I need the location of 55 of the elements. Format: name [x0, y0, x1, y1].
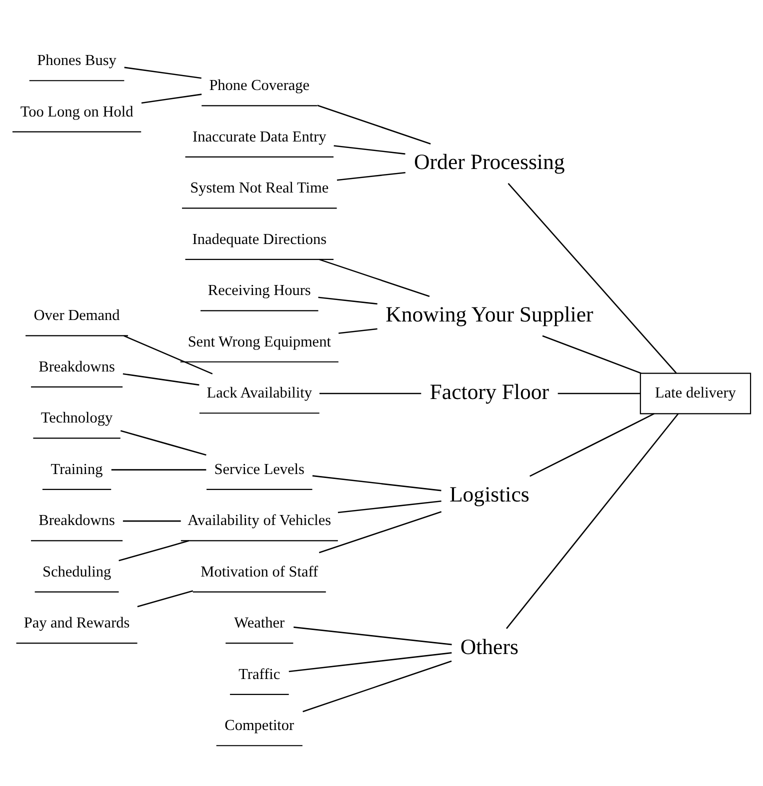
node-text: Breakdowns — [38, 512, 115, 529]
node-text: Technology — [40, 409, 113, 426]
connector — [137, 590, 194, 607]
connector — [302, 660, 452, 712]
node-text: Inaccurate Data Entry — [192, 128, 326, 145]
node-text: Others — [460, 634, 518, 659]
node-text: Sent Wrong Equipment — [188, 332, 331, 350]
connector — [122, 372, 200, 386]
connector — [120, 430, 206, 456]
connector — [318, 296, 378, 304]
node-text: Motivation of Staff — [200, 562, 318, 580]
connector — [318, 510, 442, 553]
connector — [118, 540, 190, 561]
connector — [506, 412, 679, 628]
node-text: Scheduling — [42, 562, 112, 580]
connector — [558, 392, 640, 394]
node-text: Receiving Hours — [208, 282, 311, 299]
node-text: Order Processing — [414, 149, 565, 174]
connector — [124, 334, 213, 374]
node-text: Weather — [234, 614, 285, 632]
node-text: Breakdowns — [38, 358, 115, 375]
connector — [336, 171, 406, 180]
node-text: Competitor — [224, 716, 294, 734]
connector — [542, 334, 642, 374]
node-text: Lack Availability — [206, 384, 312, 402]
node-text: Knowing Your Supplier — [386, 302, 594, 326]
connector — [141, 93, 202, 104]
connector — [334, 144, 406, 154]
connector — [338, 500, 442, 513]
node-text: Phone Coverage — [209, 76, 310, 94]
connector — [111, 468, 206, 470]
node-text: Inadequate Directions — [192, 230, 327, 248]
connector — [294, 626, 452, 645]
connector — [122, 520, 181, 522]
connector — [124, 66, 202, 78]
node-text: Phones Busy — [37, 52, 116, 69]
node-text: Service Levels — [214, 460, 304, 478]
node-text: Over Demand — [34, 306, 120, 324]
connector — [530, 412, 654, 476]
node-text: Training — [50, 460, 103, 478]
node-text: Factory Floor — [430, 379, 550, 404]
node-box: Late delivery — [640, 372, 752, 414]
connector — [312, 474, 442, 491]
node-text: Availability of Vehicles — [188, 512, 332, 529]
node-text: Traffic — [238, 665, 280, 682]
connector — [319, 392, 422, 394]
connector — [508, 182, 677, 373]
node-text: Pay and Rewards — [24, 614, 130, 632]
node-text: Logistics — [449, 482, 530, 506]
connector — [288, 652, 452, 672]
connector — [317, 104, 431, 144]
connector — [338, 328, 378, 334]
node-text: System Not Real Time — [190, 179, 329, 196]
connector — [318, 258, 430, 296]
node-text: Too Long on Hold — [20, 102, 134, 120]
